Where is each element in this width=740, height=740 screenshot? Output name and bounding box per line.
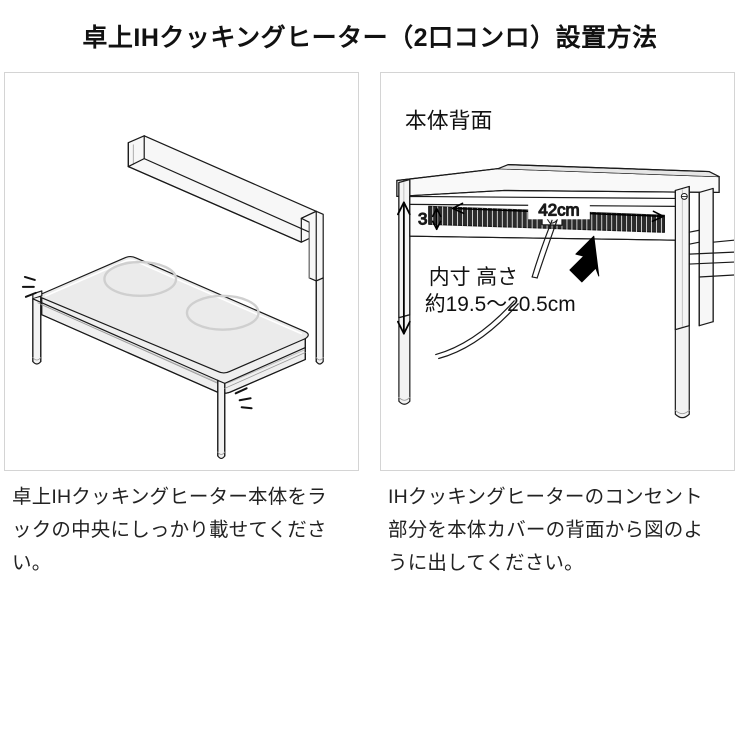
caption-left: 卓上IHクッキングヒーター本体をラックの中央にしっかり載せてください。 xyxy=(12,486,327,574)
rack-far-right-frame xyxy=(688,187,734,327)
burner-ring-right xyxy=(185,294,260,331)
rack-right-post xyxy=(674,185,690,419)
power-cable xyxy=(435,219,558,360)
gap-dimension xyxy=(431,207,442,231)
panel-right: 本体背面 xyxy=(380,72,735,471)
ih-cooktop-body xyxy=(38,255,309,394)
width-dimension-label: 42cm xyxy=(538,200,579,219)
direction-arrow xyxy=(569,235,600,283)
inner-height-dimension xyxy=(397,201,411,335)
figure-panels: 本体背面 xyxy=(4,72,736,472)
rack-left-frame xyxy=(32,290,219,384)
rear-face-label: 本体背面 xyxy=(405,108,492,133)
gap-dimension-label: 3 xyxy=(418,209,427,228)
impact-mark-left xyxy=(21,275,37,298)
rack-top-board xyxy=(396,164,720,198)
width-label-backdrop xyxy=(528,199,590,220)
figure-captions: 卓上IHクッキングヒーター本体をラックの中央にしっかり載せてください。 IHクッ… xyxy=(0,481,740,601)
ih-heater-on-rack-illustration xyxy=(21,135,324,460)
inner-height-label-line2: 約19.5〜20.5cm xyxy=(425,293,576,316)
inner-height-label-line1: 内寸 高さ xyxy=(429,266,518,289)
impact-mark-front xyxy=(234,387,253,410)
burner-ring-left xyxy=(103,260,178,298)
panel-left xyxy=(4,72,359,471)
caption-right: IHクッキングヒーターのコンセント部分を本体カバーの背面から図のように出してくだ… xyxy=(388,486,704,574)
page-title: 卓上IHクッキングヒーター（2口コンロ）設置方法 xyxy=(82,24,658,52)
rack-front-frame xyxy=(217,346,306,460)
rack-right-frame xyxy=(300,210,324,365)
rack-rear-cable-routing-illustration: 本体背面 xyxy=(396,108,734,419)
rack-back-rail xyxy=(127,135,317,243)
